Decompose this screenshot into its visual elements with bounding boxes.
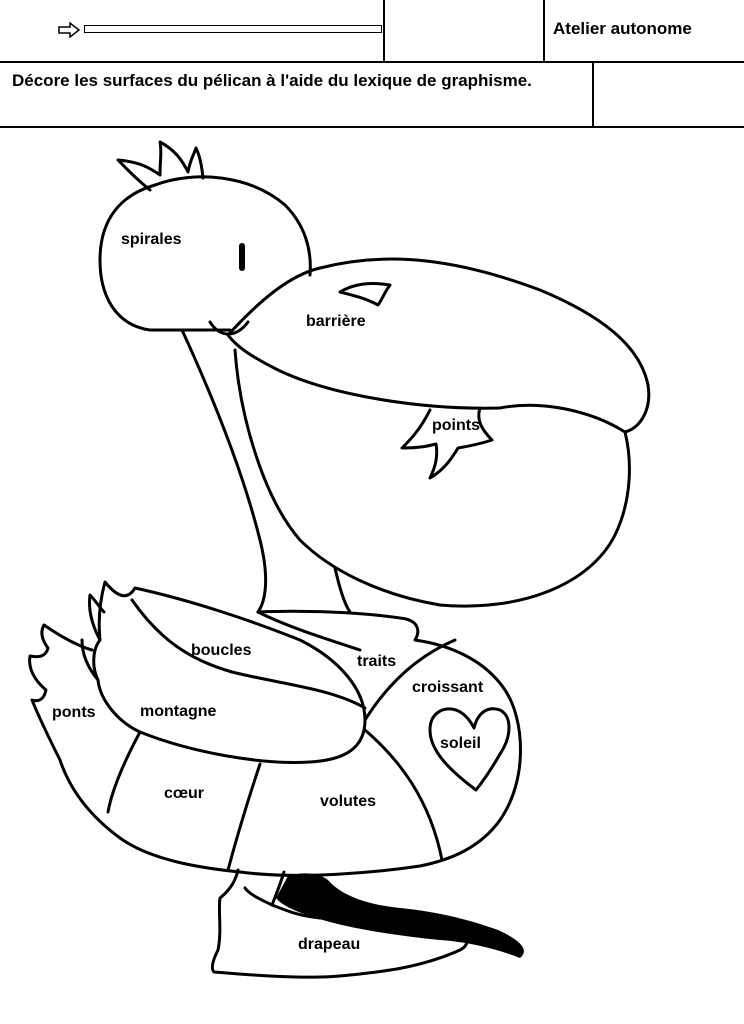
arrow-right-outline-icon [58, 22, 80, 38]
label-croissant: croissant [412, 679, 484, 696]
label-montagne: montagne [140, 703, 217, 720]
label-drapeau: drapeau [298, 936, 361, 953]
head-outline [98, 175, 312, 332]
wing-inner [130, 598, 367, 710]
header-divider-bottom [0, 126, 744, 128]
label-boucles: boucles [191, 642, 252, 659]
pouch [233, 348, 631, 608]
workshop-title: Atelier autonome [553, 19, 692, 38]
heart-shape [428, 707, 511, 792]
head-tuft [116, 140, 205, 192]
label-traits: traits [357, 653, 397, 670]
divider-coeur-left [106, 730, 142, 814]
header-divider-top [0, 61, 744, 63]
foot-shadow [276, 873, 524, 958]
label-soleil: soleil [440, 735, 481, 752]
label-barriere: barrière [306, 313, 366, 330]
header-divider-right [543, 0, 545, 61]
pelican-drawing [28, 140, 651, 979]
divider-volutes-right [363, 728, 444, 862]
upper-beak [226, 257, 651, 434]
label-spirales: spirales [121, 231, 182, 248]
wing-feather-1 [88, 593, 106, 642]
worksheet-header: Atelier autonome Décore les surfaces du … [0, 0, 744, 130]
wing-feather-2 [80, 638, 100, 682]
label-ponts: ponts [52, 704, 96, 721]
instruction-text: Décore les surfaces du pélican à l'aide … [12, 71, 532, 90]
divider-coeur-right [226, 762, 262, 872]
header-divider-instruction [592, 62, 594, 127]
tail-outline [28, 623, 94, 762]
label-points: points [432, 417, 480, 434]
neck-right [333, 566, 352, 614]
fish-tail [400, 406, 494, 480]
neck-left [180, 328, 268, 614]
nostril [338, 282, 392, 307]
header-divider-left [383, 0, 385, 61]
body-outline [58, 609, 522, 877]
divider-traits-croissant [363, 638, 457, 722]
divider-back [256, 610, 362, 652]
label-volutes: volutes [320, 793, 377, 810]
label-coeur: cœur [164, 785, 204, 802]
name-field[interactable] [84, 25, 382, 33]
